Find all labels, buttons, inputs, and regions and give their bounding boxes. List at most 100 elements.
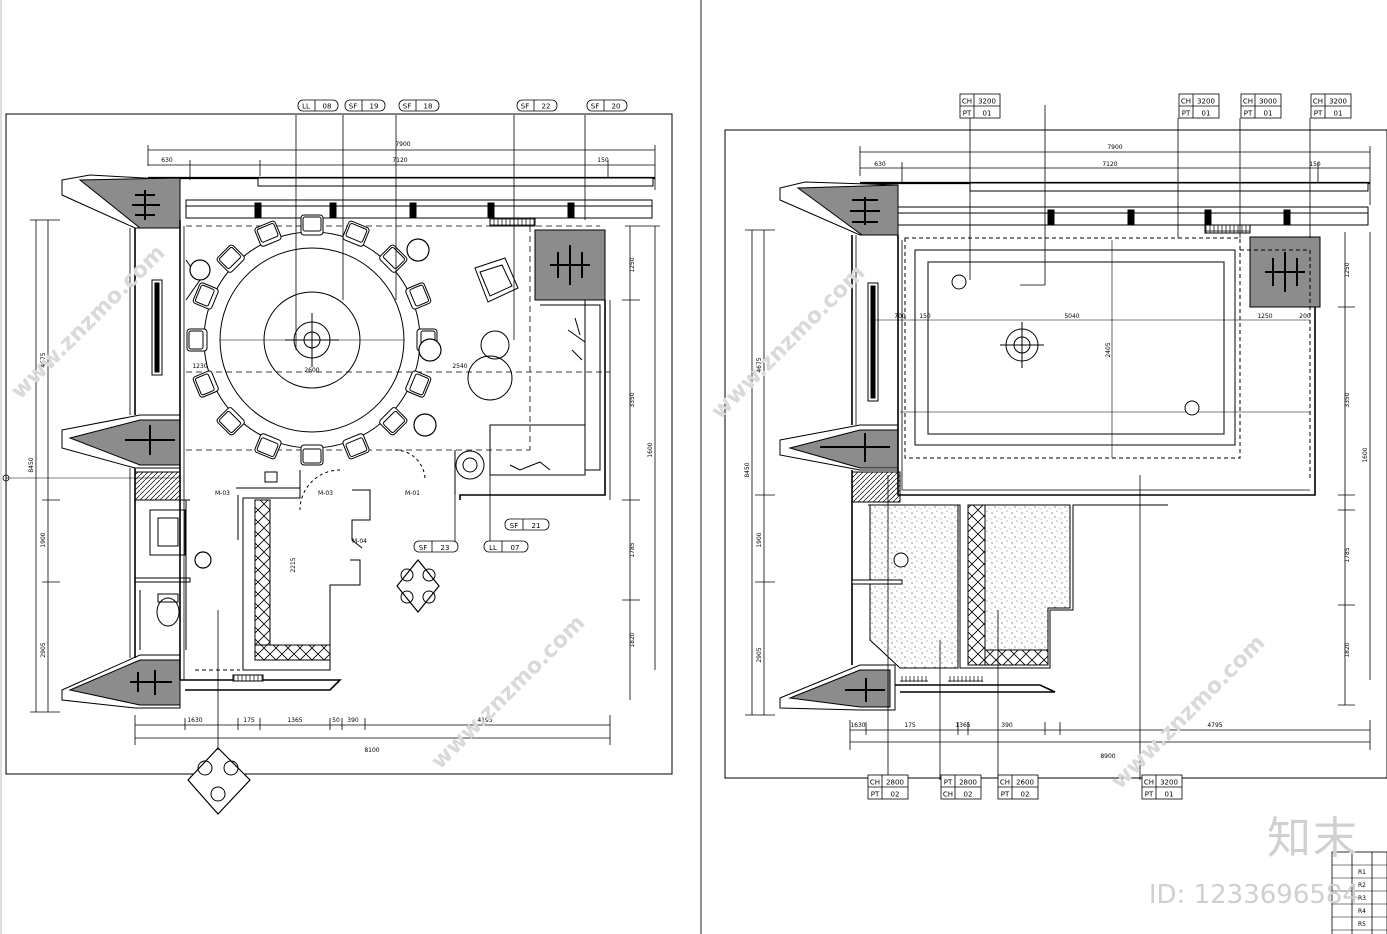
left-dim-left-overall: 8450: [28, 457, 35, 472]
left-dim-top-overall: 7900: [395, 141, 410, 148]
left-floor-plan: [2, 113, 673, 815]
watermark-site: www.znzmo.com: [707, 260, 871, 424]
dining-chair: [254, 220, 282, 247]
tag-value-2: 02: [964, 791, 973, 799]
tag-key-2: PT: [1314, 110, 1323, 118]
right-dim-left-3: 2905: [756, 647, 763, 662]
tag-code: SF: [591, 103, 599, 111]
tag-key-1: CH: [1000, 779, 1010, 787]
dining-chairs: [186, 214, 438, 466]
legend-row-label: R2: [1358, 882, 1366, 889]
left-dim-table-width: 2600: [304, 367, 319, 374]
tag-number: 20: [612, 103, 621, 111]
right-dim-left-1: 4675: [756, 357, 763, 372]
right-dim-bottom-d5: 4795: [1207, 722, 1222, 729]
right-dim-top-left: 630: [874, 161, 886, 168]
left-dim-right-3: 1785: [629, 542, 636, 557]
door-tag-2: M-03: [318, 490, 333, 497]
tag-value-2: 02: [891, 791, 900, 799]
tag-number: 19: [370, 103, 379, 111]
right-dim-bottom-d3: 1365: [955, 722, 970, 729]
tag-key-2: PT: [1244, 110, 1253, 118]
tag-key-2: PT: [1145, 791, 1154, 799]
dining-chair: [342, 220, 370, 247]
right-dim-right-overall: 1600: [1362, 447, 1369, 462]
svg-text:LL: LL: [489, 544, 497, 552]
dining-chair: [300, 444, 324, 466]
left-dim-top-right: 150: [597, 157, 609, 164]
tag-key-1: CH: [870, 779, 880, 787]
tag-value-1: 3200: [978, 98, 996, 106]
right-dim-inner-d: 200: [1299, 313, 1311, 320]
tag-key-1: PT: [944, 779, 953, 787]
left-dim-bottom-d5: 390: [347, 717, 359, 724]
right-dim-right-2: 3350: [1344, 392, 1351, 407]
dining-chair: [192, 282, 219, 310]
left-dim-inner-c: 2215: [290, 557, 297, 572]
left-dim-top-middle: 7120: [392, 157, 407, 164]
tag-key-1: CH: [962, 98, 972, 106]
tag-code: SF: [349, 103, 357, 111]
ceiling-trays: [867, 237, 1311, 480]
dining-chair: [300, 214, 324, 236]
right-dim-top-overall: 7900: [1107, 144, 1122, 151]
left-dim-right-overall: 1600: [647, 442, 654, 457]
tag-value-1: 3200: [1160, 779, 1178, 787]
legend-row-label: R1: [1358, 869, 1366, 876]
left-dim-right-4: 1820: [629, 632, 636, 647]
tag-sf-21: SF 21: [504, 518, 550, 531]
door-tag-3: M-01: [405, 490, 420, 497]
right-dim-top-middle: 7120: [1102, 161, 1117, 168]
tag-value-1: 2600: [1016, 779, 1034, 787]
right-dim-right-1: 1250: [1344, 262, 1351, 277]
tag-ll-07: LL 07: [483, 540, 529, 553]
right-dim-right-4: 1820: [1344, 642, 1351, 657]
left-lower-rooms: [134, 449, 456, 682]
dining-chair: [379, 407, 408, 436]
dining-chair: [405, 370, 432, 398]
left-dim-left-2: 1900: [40, 532, 47, 547]
tag-key-2: PT: [1001, 791, 1010, 799]
tag-sf-20: SF 20: [586, 99, 628, 112]
stippled-ceiling-area: [851, 471, 1168, 682]
tag-key-1: CH: [1181, 98, 1191, 106]
dining-chair: [216, 407, 245, 436]
left-dim-bottom-d2: 175: [243, 717, 255, 724]
tag-key-2: PT: [871, 791, 880, 799]
tag-key-2: PT: [963, 110, 972, 118]
left-dim-bottom-overall: 8100: [364, 747, 379, 754]
right-dim-inner-w: 5040: [1064, 313, 1079, 320]
tag-sf-19: SF 19: [344, 99, 386, 112]
right-dim-left-overall: 8450: [744, 462, 751, 477]
right-dim-inner-h: 2405: [1105, 342, 1112, 357]
tag-value-2: 01: [1334, 110, 1343, 118]
right-dim-right-3: 1785: [1344, 547, 1351, 562]
tag-sf-23: SF 23: [413, 540, 459, 553]
tag-value-1: 3200: [1329, 98, 1347, 106]
right-dim-left-2: 1900: [756, 532, 763, 547]
svg-text:SF: SF: [510, 522, 518, 530]
left-dim-right-1: 1250: [629, 257, 636, 272]
tag-key-1: CH: [1144, 779, 1154, 787]
watermark-site: www.znzmo.com: [427, 610, 591, 774]
tag-value-2: 02: [1021, 791, 1030, 799]
dining-chair: [254, 433, 282, 460]
right-dim-bottom-d1: 1630: [850, 722, 865, 729]
tag-value-1: 2800: [886, 779, 904, 787]
left-dim-inner-b: 2540: [452, 363, 467, 370]
right-dim-inner-b: 150: [919, 313, 931, 320]
tag-value-2: 01: [983, 110, 992, 118]
right-dim-bottom-d4: 390: [1001, 722, 1013, 729]
dining-chair: [342, 433, 370, 460]
tag-key-2: PT: [1182, 110, 1191, 118]
watermark-site: www.znzmo.com: [7, 240, 171, 404]
tag-key-1: CH: [1243, 98, 1253, 106]
